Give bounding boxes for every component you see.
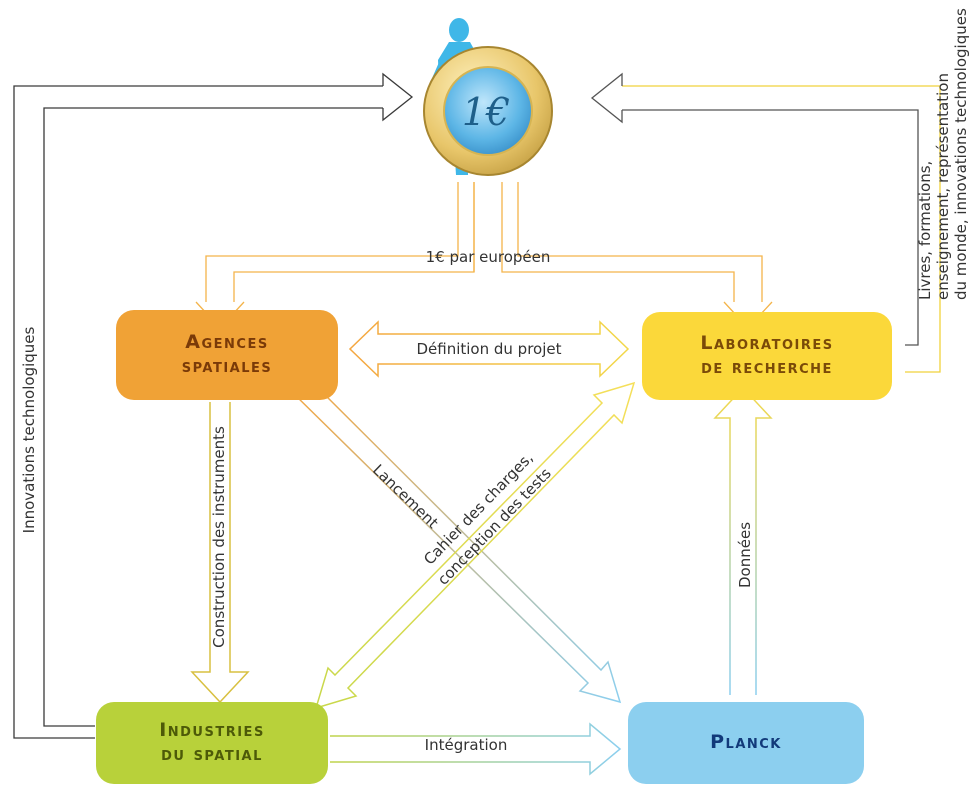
node-agences-line2: spatiales: [181, 355, 273, 377]
coin-symbol: 1€: [462, 90, 510, 134]
node-laboratoires-line1: Laboratoires: [700, 332, 834, 355]
node-industries-du-spatial: Industries du spatial: [96, 702, 328, 784]
node-planck-line1: Planck: [710, 731, 782, 754]
node-planck-label: Planck: [710, 731, 782, 755]
label-donnees: Données: [736, 522, 754, 588]
label-par-europeen: 1€ par européen: [426, 248, 551, 266]
label-lancement: Lancement: [369, 461, 442, 532]
label-livres-line2: enseignement, représentation: [934, 73, 952, 300]
arrow-livres-loop: [590, 72, 941, 373]
node-agences-line1: Agences: [185, 331, 269, 354]
label-livres-line1: Livres, formations,: [916, 161, 934, 300]
node-agences-spatiales: Agences spatiales: [116, 310, 338, 400]
arrow-definition-projet: [348, 320, 630, 378]
node-planck: Planck: [628, 702, 864, 784]
arrow-innovations-loop: [13, 72, 414, 739]
node-industries-label: Industries du spatial: [159, 719, 265, 767]
arrow-integration: [330, 722, 622, 776]
label-livres-line3: du monde, innovations technologiques: [952, 8, 970, 300]
node-industries-line2: du spatial: [161, 743, 263, 765]
node-industries-line1: Industries: [159, 719, 265, 742]
node-laboratoires-line2: de recherche: [701, 356, 833, 378]
node-laboratoires-label: Laboratoires de recherche: [700, 332, 833, 380]
label-definition: Définition du projet: [416, 340, 561, 358]
label-integration: Intégration: [425, 736, 508, 754]
coin-face: [443, 66, 533, 156]
euro-coin-figure: 1€: [423, 18, 553, 176]
node-agences-label: Agences spatiales: [182, 331, 273, 379]
arrow-cahier-des-charges: [314, 381, 636, 710]
node-laboratoires-de-recherche: Laboratoires de recherche: [642, 312, 892, 400]
arrow-lancement: [291, 377, 622, 704]
label-construction: Construction des instruments: [210, 426, 228, 648]
label-innovations: Innovations technologiques: [20, 326, 38, 533]
